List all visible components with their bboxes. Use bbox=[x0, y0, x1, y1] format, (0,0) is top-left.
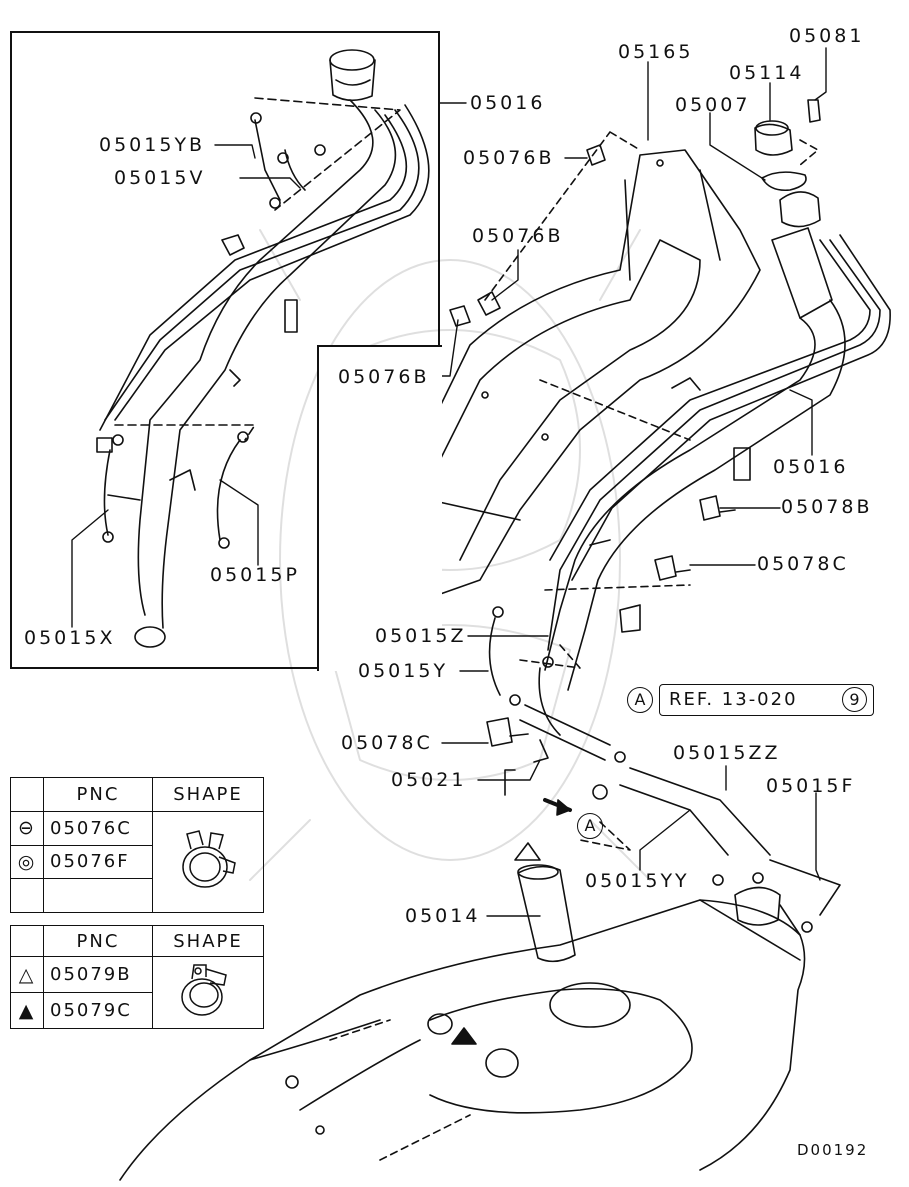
reference-page-circle: 9 bbox=[842, 687, 867, 712]
band-clamp-icon bbox=[181, 964, 227, 1016]
arrow-marker-letter: A bbox=[584, 816, 596, 835]
part-label-05076B-top[interactable]: 05076B bbox=[463, 147, 555, 169]
part-label-05078C-left[interactable]: 05078C bbox=[341, 732, 433, 754]
part-label-05165[interactable]: 05165 bbox=[618, 41, 694, 63]
table-pnc bbox=[43, 878, 153, 913]
part-label-05014[interactable]: 05014 bbox=[405, 905, 481, 927]
table-header-shape: SHAPE bbox=[152, 925, 264, 957]
table-symbol bbox=[10, 878, 44, 913]
part-label-05076B-left[interactable]: 05076B bbox=[338, 366, 430, 388]
part-label-05016-inset[interactable]: 05016 bbox=[470, 92, 546, 114]
reference-box[interactable]: REF. 13-020 9 bbox=[659, 684, 874, 716]
table-pnc[interactable]: 05079B bbox=[43, 956, 153, 993]
part-label-05015YB[interactable]: 05015YB bbox=[99, 134, 206, 156]
heat-shield-drawing bbox=[391, 149, 761, 611]
clamp-shape-cell bbox=[152, 956, 264, 1029]
reference-marker-letter: A bbox=[634, 690, 646, 709]
inset-frame-cutout bbox=[317, 345, 442, 671]
arrow-marker-circle: A bbox=[577, 813, 603, 839]
table-header-pnc: PNC bbox=[43, 777, 153, 812]
part-label-05078B[interactable]: 05078B bbox=[781, 496, 873, 518]
table-header-shape: SHAPE bbox=[152, 777, 264, 812]
part-label-05114[interactable]: 05114 bbox=[729, 62, 805, 84]
part-label-05015Z[interactable]: 05015Z bbox=[375, 625, 467, 647]
table-cell-empty bbox=[10, 925, 44, 957]
table-pnc[interactable]: 05076C bbox=[43, 810, 153, 846]
inset-filler-neck-drawing bbox=[96, 49, 430, 648]
reference-page-number: 9 bbox=[849, 690, 860, 709]
part-label-05015YY[interactable]: 05015YY bbox=[585, 870, 690, 892]
part-label-05015ZZ[interactable]: 05015ZZ bbox=[673, 742, 781, 764]
table-symbol: ⊖ bbox=[10, 810, 44, 846]
reference-marker-circle: A bbox=[627, 687, 653, 713]
part-label-05015P[interactable]: 05015P bbox=[210, 564, 300, 586]
part-label-05015Y[interactable]: 05015Y bbox=[358, 660, 449, 682]
part-label-05015F[interactable]: 05015F bbox=[766, 775, 856, 797]
reference-text[interactable]: REF. 13-020 bbox=[669, 689, 798, 710]
part-label-05007[interactable]: 05007 bbox=[675, 94, 751, 116]
part-label-05015V[interactable]: 05015V bbox=[114, 167, 206, 189]
fuel-tank-drawing bbox=[119, 886, 806, 1181]
hose-clamp-icon bbox=[182, 830, 236, 889]
clamp-table-1: PNC SHAPE ⊖ 05076C ◎ 05076F bbox=[10, 777, 264, 914]
table-pnc[interactable]: 05076F bbox=[43, 844, 153, 880]
table-cell-empty bbox=[10, 777, 44, 812]
clamp-shape-cell bbox=[152, 810, 264, 914]
table-header-pnc: PNC bbox=[43, 925, 153, 957]
table-symbol: ◎ bbox=[10, 844, 44, 880]
leader-lines bbox=[71, 47, 827, 917]
clamp-table-2: PNC SHAPE △ 05079B ▲ 05079C bbox=[10, 925, 264, 1029]
bolts-drawing bbox=[449, 144, 736, 747]
diagram-code: D00192 bbox=[797, 1141, 869, 1159]
part-label-05081[interactable]: 05081 bbox=[789, 25, 865, 47]
part-label-05016-main[interactable]: 05016 bbox=[773, 456, 849, 478]
table-pnc[interactable]: 05079C bbox=[43, 992, 153, 1029]
part-label-05021[interactable]: 05021 bbox=[391, 769, 467, 791]
lower-hoses-drawing bbox=[488, 606, 841, 933]
main-filler-neck-drawing bbox=[484, 99, 891, 851]
part-label-05015X[interactable]: 05015X bbox=[24, 627, 116, 649]
filler-hose-drawing bbox=[451, 798, 576, 1045]
part-label-05076B-middle[interactable]: 05076B bbox=[472, 225, 564, 247]
table-symbol: △ bbox=[10, 956, 44, 993]
table-symbol: ▲ bbox=[10, 992, 44, 1029]
part-label-05078C-right[interactable]: 05078C bbox=[757, 553, 849, 575]
